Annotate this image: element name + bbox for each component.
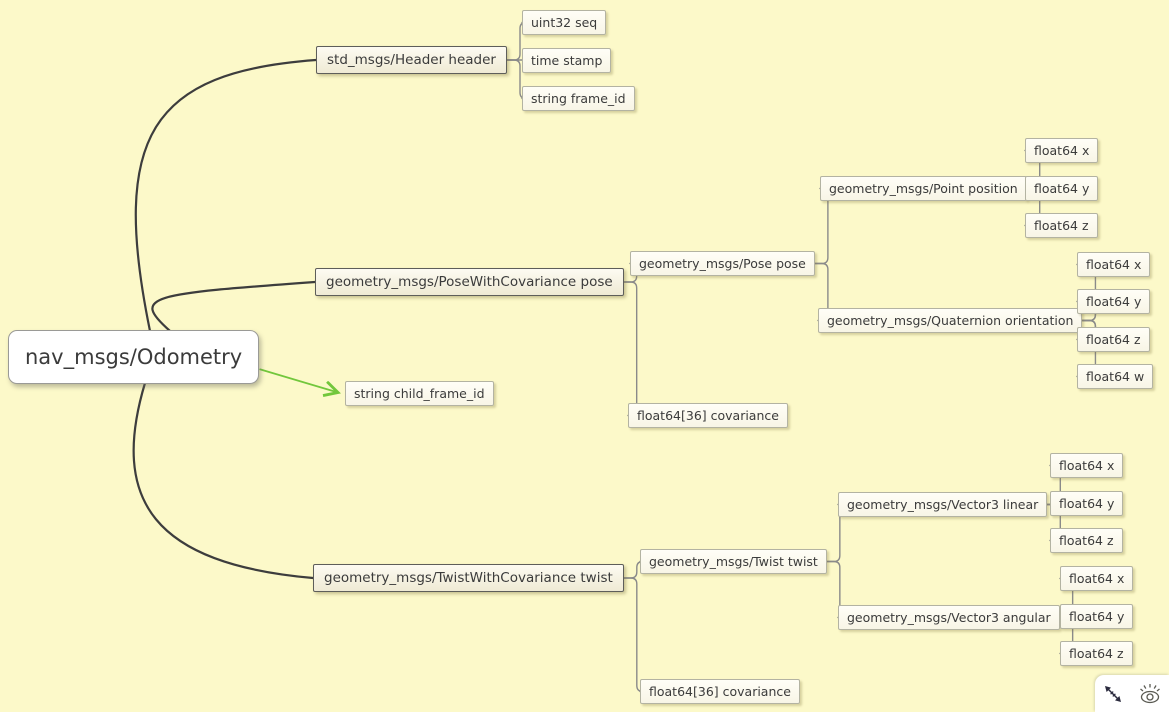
eye-icon [1139,683,1160,703]
node-ax[interactable]: float64 x [1060,566,1134,591]
node-az[interactable]: float64 z [1060,641,1133,666]
node-qw[interactable]: float64 w [1077,364,1154,389]
visibility-button[interactable] [1135,680,1165,708]
edge [134,58,318,333]
node-qx[interactable]: float64 x [1077,252,1151,277]
edge [622,281,643,417]
resize-diagonal-button[interactable] [1100,681,1126,707]
node-py[interactable]: float64 y [1025,176,1099,201]
node-pose_cov[interactable]: float64[36] covariance [628,403,788,428]
node-frame_id[interactable]: string frame_id [522,86,635,111]
node-orientation[interactable]: geometry_msgs/Quaternion orientation [818,308,1083,333]
node-twist[interactable]: geometry_msgs/TwistWithCovariance twist [313,564,624,592]
node-pose[interactable]: geometry_msgs/PoseWithCovariance pose [315,268,624,296]
node-twist_cov[interactable]: float64[36] covariance [640,679,800,704]
node-pose_pose[interactable]: geometry_msgs/Pose pose [630,251,815,276]
node-qz[interactable]: float64 z [1077,327,1150,352]
map-controls-panel [1095,675,1169,712]
node-lz[interactable]: float64 z [1050,528,1123,553]
node-twist_twist[interactable]: geometry_msgs/Twist twist [640,549,827,574]
node-px[interactable]: float64 x [1025,138,1099,163]
node-angular[interactable]: geometry_msgs/Vector3 angular [838,605,1060,630]
node-linear[interactable]: geometry_msgs/Vector3 linear [838,492,1048,517]
edge [132,381,315,580]
node-stamp[interactable]: time stamp [522,48,612,73]
edge [259,368,338,392]
node-seq[interactable]: uint32 seq [522,10,607,35]
node-qy[interactable]: float64 y [1077,289,1151,314]
node-header[interactable]: std_msgs/Header header [316,46,507,74]
node-ay[interactable]: float64 y [1060,604,1134,629]
node-position[interactable]: geometry_msgs/Point position [820,176,1027,201]
node-child_frame[interactable]: string child_frame_id [345,381,494,406]
node-ly[interactable]: float64 y [1050,491,1124,516]
edge [151,280,317,333]
resize-diagonal-icon [1104,685,1121,702]
node-root[interactable]: nav_msgs/Odometry [8,330,260,384]
edge [623,577,643,693]
node-pz[interactable]: float64 z [1025,213,1098,238]
node-lx[interactable]: float64 x [1050,453,1124,478]
